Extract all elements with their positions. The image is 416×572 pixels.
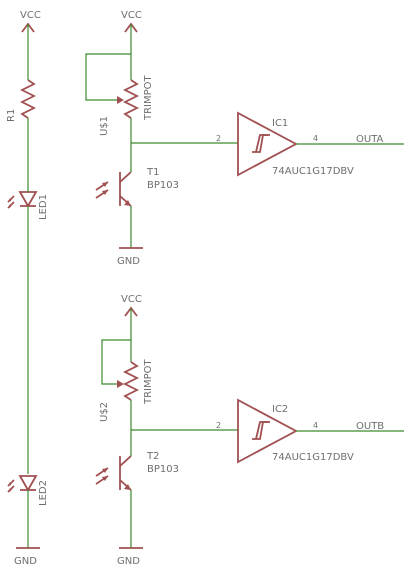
t1-name: T1 [146, 167, 159, 178]
t2-value: BP103 [147, 464, 179, 475]
led1-label: LED1 [38, 194, 49, 220]
gnd-label-b: GND [117, 556, 140, 567]
ic1-pin-in: 2 [216, 134, 221, 143]
ic1-pin-out: 4 [313, 134, 318, 143]
t2-name: T2 [146, 451, 159, 462]
trimpot-a-name: U$1 [99, 116, 110, 136]
ic1-name: IC1 [272, 118, 288, 129]
trimpot-b-name: U$2 [99, 402, 110, 422]
channel-a: VCC TRIMPOT U$1 T1 BP103 GND [85, 10, 404, 267]
wire [101, 339, 131, 385]
resistor-label: R1 [6, 109, 17, 122]
t1-value: BP103 [147, 180, 179, 191]
trimpot-wiper-a [117, 96, 124, 104]
vcc-label-a: VCC [121, 10, 142, 21]
led1-symbol [7, 191, 38, 209]
led-string: VCC R1 LED1 LED2 GND [6, 10, 49, 567]
trimpot-b-value: TRIMPOT [143, 358, 154, 405]
schmitt-icon [255, 134, 268, 153]
gnd-label-left: GND [14, 556, 37, 567]
channel-b: VCC TRIMPOT U$2 T2 BP103 GND 2 4 [95, 294, 404, 567]
trimpot-a-value: TRIMPOT [143, 74, 154, 121]
ic2-pin-out: 4 [313, 421, 318, 430]
vcc-label-b: VCC [121, 294, 142, 305]
gnd-label-a: GND [117, 256, 140, 267]
ic2-pin-in: 2 [216, 421, 221, 430]
resistor-r1 [19, 79, 37, 119]
wire [85, 53, 131, 101]
led2-symbol [7, 475, 38, 493]
ic1-part: 74AUC1G17DBV [272, 166, 354, 177]
led2-label: LED2 [38, 480, 49, 506]
schmitt-icon [255, 421, 268, 440]
trimpot-a [122, 79, 140, 119]
phototransistor-t2 [95, 455, 132, 491]
phototransistor-t1 [95, 171, 132, 207]
net-outa: OUTA [356, 134, 384, 145]
net-outb: OUTB [356, 421, 384, 432]
vcc-label-left: VCC [20, 10, 41, 21]
buffer-ic2 [237, 398, 298, 464]
trimpot-b [122, 361, 140, 401]
ic2-name: IC2 [272, 404, 288, 415]
schmitt-icon [252, 421, 270, 440]
ic2-part: 74AUC1G17DBV [272, 452, 354, 463]
buffer-ic1 [237, 111, 298, 177]
trimpot-wiper-b [117, 380, 124, 388]
schmitt-icon [252, 134, 270, 153]
